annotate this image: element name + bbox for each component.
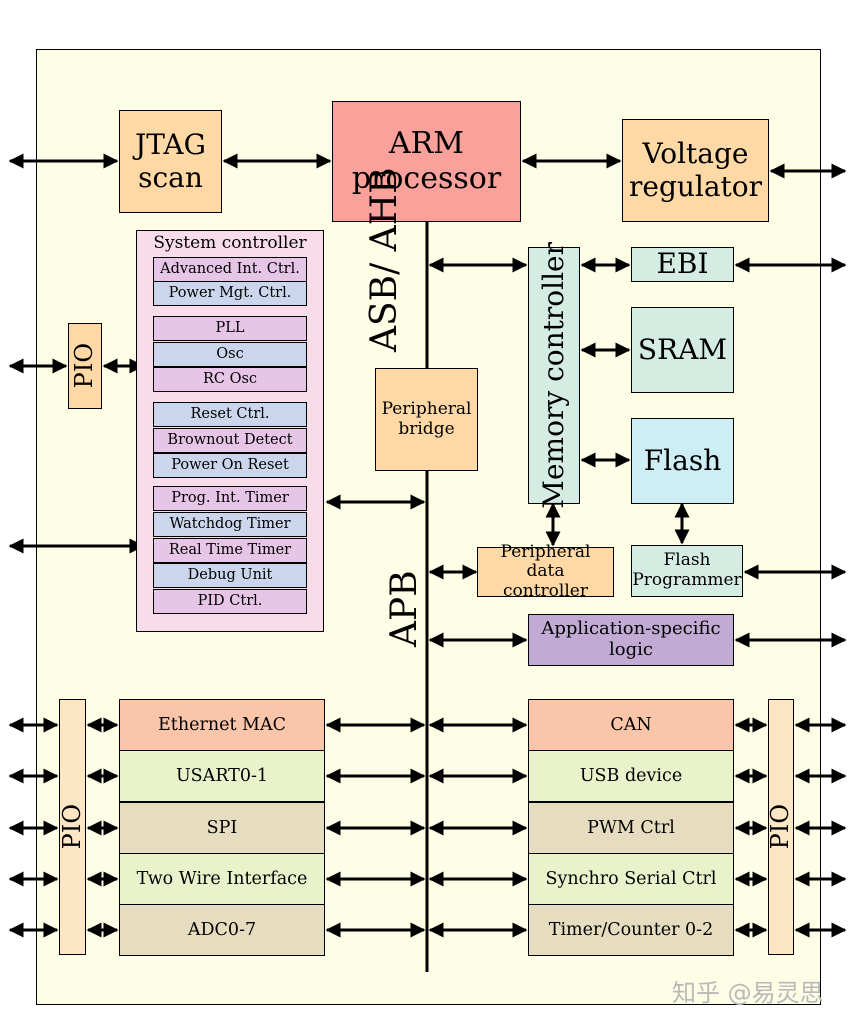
arm-processor-block: ARM processor: [332, 101, 521, 222]
system-controller-item: PID Ctrl.: [153, 589, 307, 614]
left-peripheral-block: USART0-1: [119, 750, 325, 802]
system-controller-item: Power On Reset: [153, 453, 307, 478]
application-logic-block: Application-specific logic: [528, 614, 734, 666]
watermark-text: 知乎 @易灵思: [672, 979, 824, 1007]
sram-block: SRAM: [631, 307, 734, 393]
right-peripheral-block: USB device: [528, 750, 734, 802]
ebi-label: EBI: [656, 247, 709, 281]
pio-block-left: PIO: [57, 699, 86, 955]
asb-ahb-bus-label: ASB/ AHB: [364, 167, 405, 352]
peripheral-bridge-block: Peripheral bridge: [375, 368, 478, 471]
pio-label: PIO: [70, 343, 99, 389]
pio-label-left: PIO: [57, 804, 86, 850]
right-peripheral-block: Timer/Counter 0-2: [528, 904, 734, 956]
peripheral-bridge-label: Peripheral bridge: [381, 398, 472, 439]
apb-bus-label: APB: [384, 570, 425, 647]
right-peripheral-block: Synchro Serial Ctrl: [528, 853, 734, 905]
system-controller-item: Power Mgt. Ctrl.: [153, 281, 307, 306]
arm-processor-label: ARM processor: [351, 126, 502, 196]
jtag-scan-block: JTAG scan: [119, 110, 222, 213]
peripheral-data-controller-block: Peripheral data controller: [477, 542, 614, 600]
system-controller-item: Watchdog Timer: [153, 512, 307, 537]
system-controller-item: Brownout Detect: [153, 428, 307, 453]
ebi-block: EBI: [631, 247, 734, 282]
flash-label: Flash: [643, 443, 722, 477]
pio-block-right: PIO: [766, 699, 795, 955]
system-controller-item: Reset Ctrl.: [153, 402, 307, 427]
pio-label-right: PIO: [766, 804, 795, 850]
system-controller-title: System controller: [153, 233, 307, 253]
memory-controller-label: Memory controller: [536, 242, 570, 509]
sram-label: SRAM: [637, 332, 728, 366]
system-controller-item: Real Time Timer: [153, 538, 307, 563]
system-controller-item: Advanced Int. Ctrl.: [153, 257, 307, 282]
right-peripheral-block: PWM Ctrl: [528, 802, 734, 854]
voltage-regulator-label: Voltage regulator: [628, 137, 763, 203]
left-peripheral-block: SPI: [119, 802, 325, 854]
system-controller-item: Osc: [153, 342, 307, 367]
right-peripheral-block: CAN: [528, 699, 734, 751]
jtag-scan-label: JTAG scan: [135, 128, 206, 194]
pio-block-system: PIO: [68, 323, 102, 409]
flash-programmer-block: Flash Programmer: [631, 545, 743, 597]
voltage-regulator-block: Voltage regulator: [622, 119, 769, 222]
application-logic-label: Application-specific logic: [541, 618, 721, 660]
system-controller-item: Debug Unit: [153, 563, 307, 588]
system-controller-item: RC Osc: [153, 367, 307, 392]
left-peripheral-block: Ethernet MAC: [119, 699, 325, 751]
memory-controller-block: Memory controller: [528, 242, 580, 509]
peripheral-data-controller-label: Peripheral data controller: [500, 541, 591, 601]
left-peripheral-block: Two Wire Interface: [119, 853, 325, 905]
flash-block: Flash: [631, 418, 734, 504]
system-controller-item: Prog. Int. Timer: [153, 486, 307, 511]
system-controller-item: PLL: [153, 316, 307, 341]
left-peripheral-block: ADC0-7: [119, 904, 325, 956]
flash-programmer-label: Flash Programmer: [632, 550, 742, 590]
